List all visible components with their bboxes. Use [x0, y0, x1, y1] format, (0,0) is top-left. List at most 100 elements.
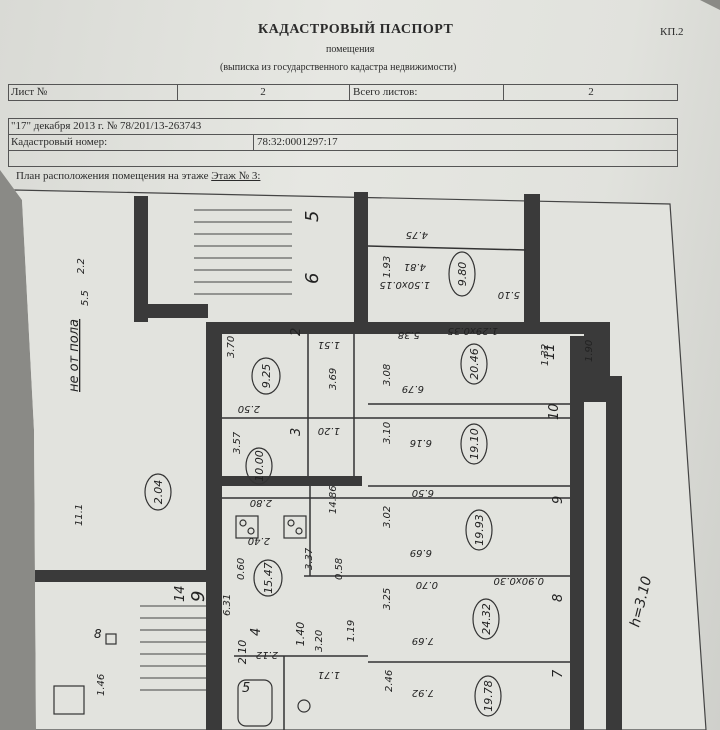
bathtub — [237, 679, 273, 727]
dimensions: 4.75 1.93 4.81 1.50x0.15 5.10 3.70 1.51 … — [74, 229, 595, 698]
dim-1-46: 1.46 — [96, 674, 107, 696]
room-area-9: 19.93 — [473, 514, 486, 546]
wall-corridor — [222, 476, 362, 486]
dim-2-12: 2.12 — [256, 649, 278, 660]
room-area-11: 20.46 — [468, 348, 481, 380]
stair-number-9: 9 — [188, 591, 209, 602]
wall-lower-left — [14, 570, 206, 582]
staircases — [140, 209, 292, 691]
stove-right — [283, 515, 307, 539]
dim-6-69: 6.69 — [410, 547, 432, 558]
document-subtitle-extract: (выписка из государственного кадастра не… — [220, 62, 457, 73]
wall-upper — [354, 192, 368, 332]
dim-3-10: 3.10 — [382, 422, 393, 444]
room-area-2: 9.25 — [260, 364, 273, 389]
plan-label-prefix: План расположения помещения на этаже — [16, 170, 209, 182]
empty-row — [8, 150, 678, 167]
wall-stair-bottom — [148, 304, 208, 318]
plan-label: План расположения помещения на этаже Эта… — [16, 170, 260, 182]
total-sheets-label: Всего листов: — [349, 85, 503, 100]
neighbor-number-8: 8 — [94, 627, 102, 641]
room-area-6: 2.10 — [236, 640, 249, 665]
room-number-2: 2 — [289, 328, 304, 336]
wall-left — [206, 322, 222, 730]
floor-number: Этаж № 3: — [211, 170, 261, 182]
room-number-4: 4 — [249, 628, 264, 636]
room-number-10: 10 — [547, 403, 562, 420]
wall-right-upper — [524, 194, 540, 334]
dim-3-37: 3.37 — [304, 547, 315, 570]
cadastral-row: Кадастровый номер: 78:32:0001297:17 — [8, 134, 678, 151]
floor-plan: 9.25 10.00 15.47 9.80 20.46 19.10 19.93 … — [14, 189, 707, 730]
document-subtitle: помещения — [326, 44, 375, 55]
fixtures — [53, 515, 311, 727]
room-number-9: 9 — [551, 496, 566, 504]
dim-3-08: 3.08 — [382, 364, 393, 386]
dim-1-90: 1.90 — [584, 340, 595, 362]
dim-0-58: 0.58 — [334, 558, 345, 580]
wall-lower-edge — [24, 656, 30, 730]
room-number-7: 7 — [551, 669, 566, 678]
dim-4-81: 4.81 — [404, 261, 426, 272]
dim-5-38: 5.38 — [398, 329, 420, 340]
document-title: КАДАСТРОВЫЙ ПАСПОРТ — [258, 22, 454, 37]
room-area-5: 1.40 — [294, 622, 307, 647]
dim-3-69: 3.69 — [328, 368, 339, 390]
room-area-13: 2.04 — [152, 480, 165, 505]
floor-note: не от пола — [67, 319, 82, 392]
sink — [297, 699, 311, 713]
room-number-8: 8 — [551, 594, 566, 602]
dim-7-92: 7.92 — [412, 687, 434, 698]
total-sheets-value: 2 — [503, 85, 678, 100]
wall-outer-right — [606, 376, 622, 730]
sheet-value: 2 — [177, 85, 348, 100]
room-area-7: 19.78 — [482, 680, 495, 712]
room-area-10: 19.10 — [468, 428, 481, 460]
dim-3-57: 3.57 — [232, 431, 243, 454]
neighbor-fixture — [53, 685, 85, 715]
dim-6-50: 6.50 — [412, 487, 434, 498]
dim-1-20: 1.20 — [318, 425, 340, 436]
room-number-14: 14 — [173, 585, 188, 602]
dim-1-51: 1.51 — [318, 339, 340, 350]
dim-7-69: 7.69 — [412, 635, 434, 646]
dim-0-90x0-30: 0.90x0.30 — [494, 575, 544, 586]
dim-1-50x0-15: 1.50x0.15 — [380, 279, 430, 290]
dim-3-70: 3.70 — [226, 336, 237, 358]
dim-4-75: 4.75 — [406, 229, 428, 240]
dim-6-79: 6.79 — [402, 383, 424, 394]
dim-11-1: 11.1 — [74, 504, 85, 526]
room-area-3: 10.00 — [253, 450, 266, 482]
dim-2-80: 2.80 — [250, 497, 272, 508]
dim-3-25: 3.25 — [382, 588, 393, 610]
dim-1-19: 1.19 — [346, 620, 357, 642]
sheet-info-row: Лист № 2 Всего листов: 2 — [8, 84, 678, 101]
record-row: "17" декабря 2013 г. № 78/201/13-263743 — [8, 118, 678, 135]
sheet-label: Лист № — [11, 86, 48, 98]
record-number: "17" декабря 2013 г. № 78/201/13-263743 — [11, 120, 202, 132]
plan-partitions — [222, 245, 570, 730]
dim-3-02: 3.02 — [382, 506, 393, 528]
dim-2-2: 2.2 — [76, 258, 87, 274]
room-number-5-bath: 5 — [242, 681, 250, 696]
dim-2-46: 2.46 — [384, 670, 395, 692]
dim-5-5: 5.5 — [80, 290, 91, 306]
dim-6-16: 6.16 — [410, 437, 432, 448]
area-markers — [144, 251, 502, 717]
room-area-4: 15.47 — [262, 562, 275, 594]
wall-right — [570, 336, 584, 730]
stair-number-6: 6 — [302, 273, 323, 284]
room-number-11: 11 — [543, 343, 558, 360]
neighbor-stove — [105, 633, 117, 645]
cadastral-value: 78:32:0001297:17 — [253, 135, 677, 150]
dim-0-70: 0.70 — [416, 579, 438, 590]
stove-left — [235, 515, 259, 539]
dim-1-29x0-35: 1.29x0.35 — [448, 325, 498, 336]
wall-stair-left — [134, 196, 148, 322]
form-code: КП.2 — [660, 26, 684, 38]
cadastral-label: Кадастровый номер: — [11, 136, 108, 148]
dim-6-31: 6.31 — [222, 594, 233, 616]
dim-1-71: 1.71 — [318, 669, 340, 680]
dim-1-93: 1.93 — [382, 256, 393, 278]
